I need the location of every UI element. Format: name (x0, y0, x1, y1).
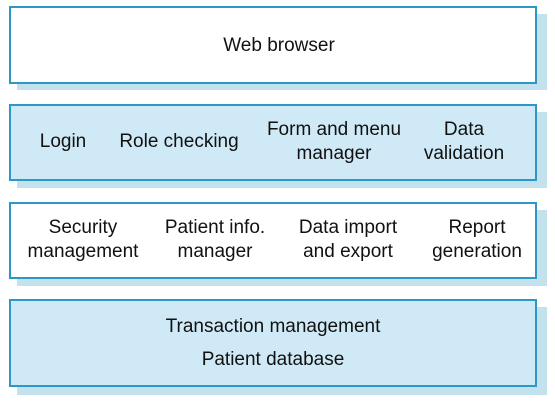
data-validation-label: Data validation (423, 119, 505, 164)
ui-layer: Login Role checking Form and menu manage… (9, 104, 537, 181)
login-label: Login (39, 131, 87, 152)
web-browser-layer: Web browser (9, 6, 537, 84)
patient-database-label: Patient database (201, 348, 345, 370)
transaction-management-label: Transaction management (165, 315, 381, 337)
form-menu-manager-label: Form and menu manager (266, 119, 402, 164)
security-management-label: Security management (27, 217, 139, 262)
data-import-export-label: Data import and export (298, 217, 398, 262)
web-browser-label: Web browser (223, 35, 335, 56)
patient-info-manager-label: Patient info. manager (164, 217, 266, 262)
services-layer: Security management Patient info. manage… (9, 202, 537, 279)
data-layer: Transaction management Patient database (9, 299, 537, 387)
data-layer-items: Transaction management Patient database (11, 315, 535, 372)
report-generation-label: Report generation (432, 217, 522, 262)
role-checking-label: Role checking (119, 131, 239, 152)
